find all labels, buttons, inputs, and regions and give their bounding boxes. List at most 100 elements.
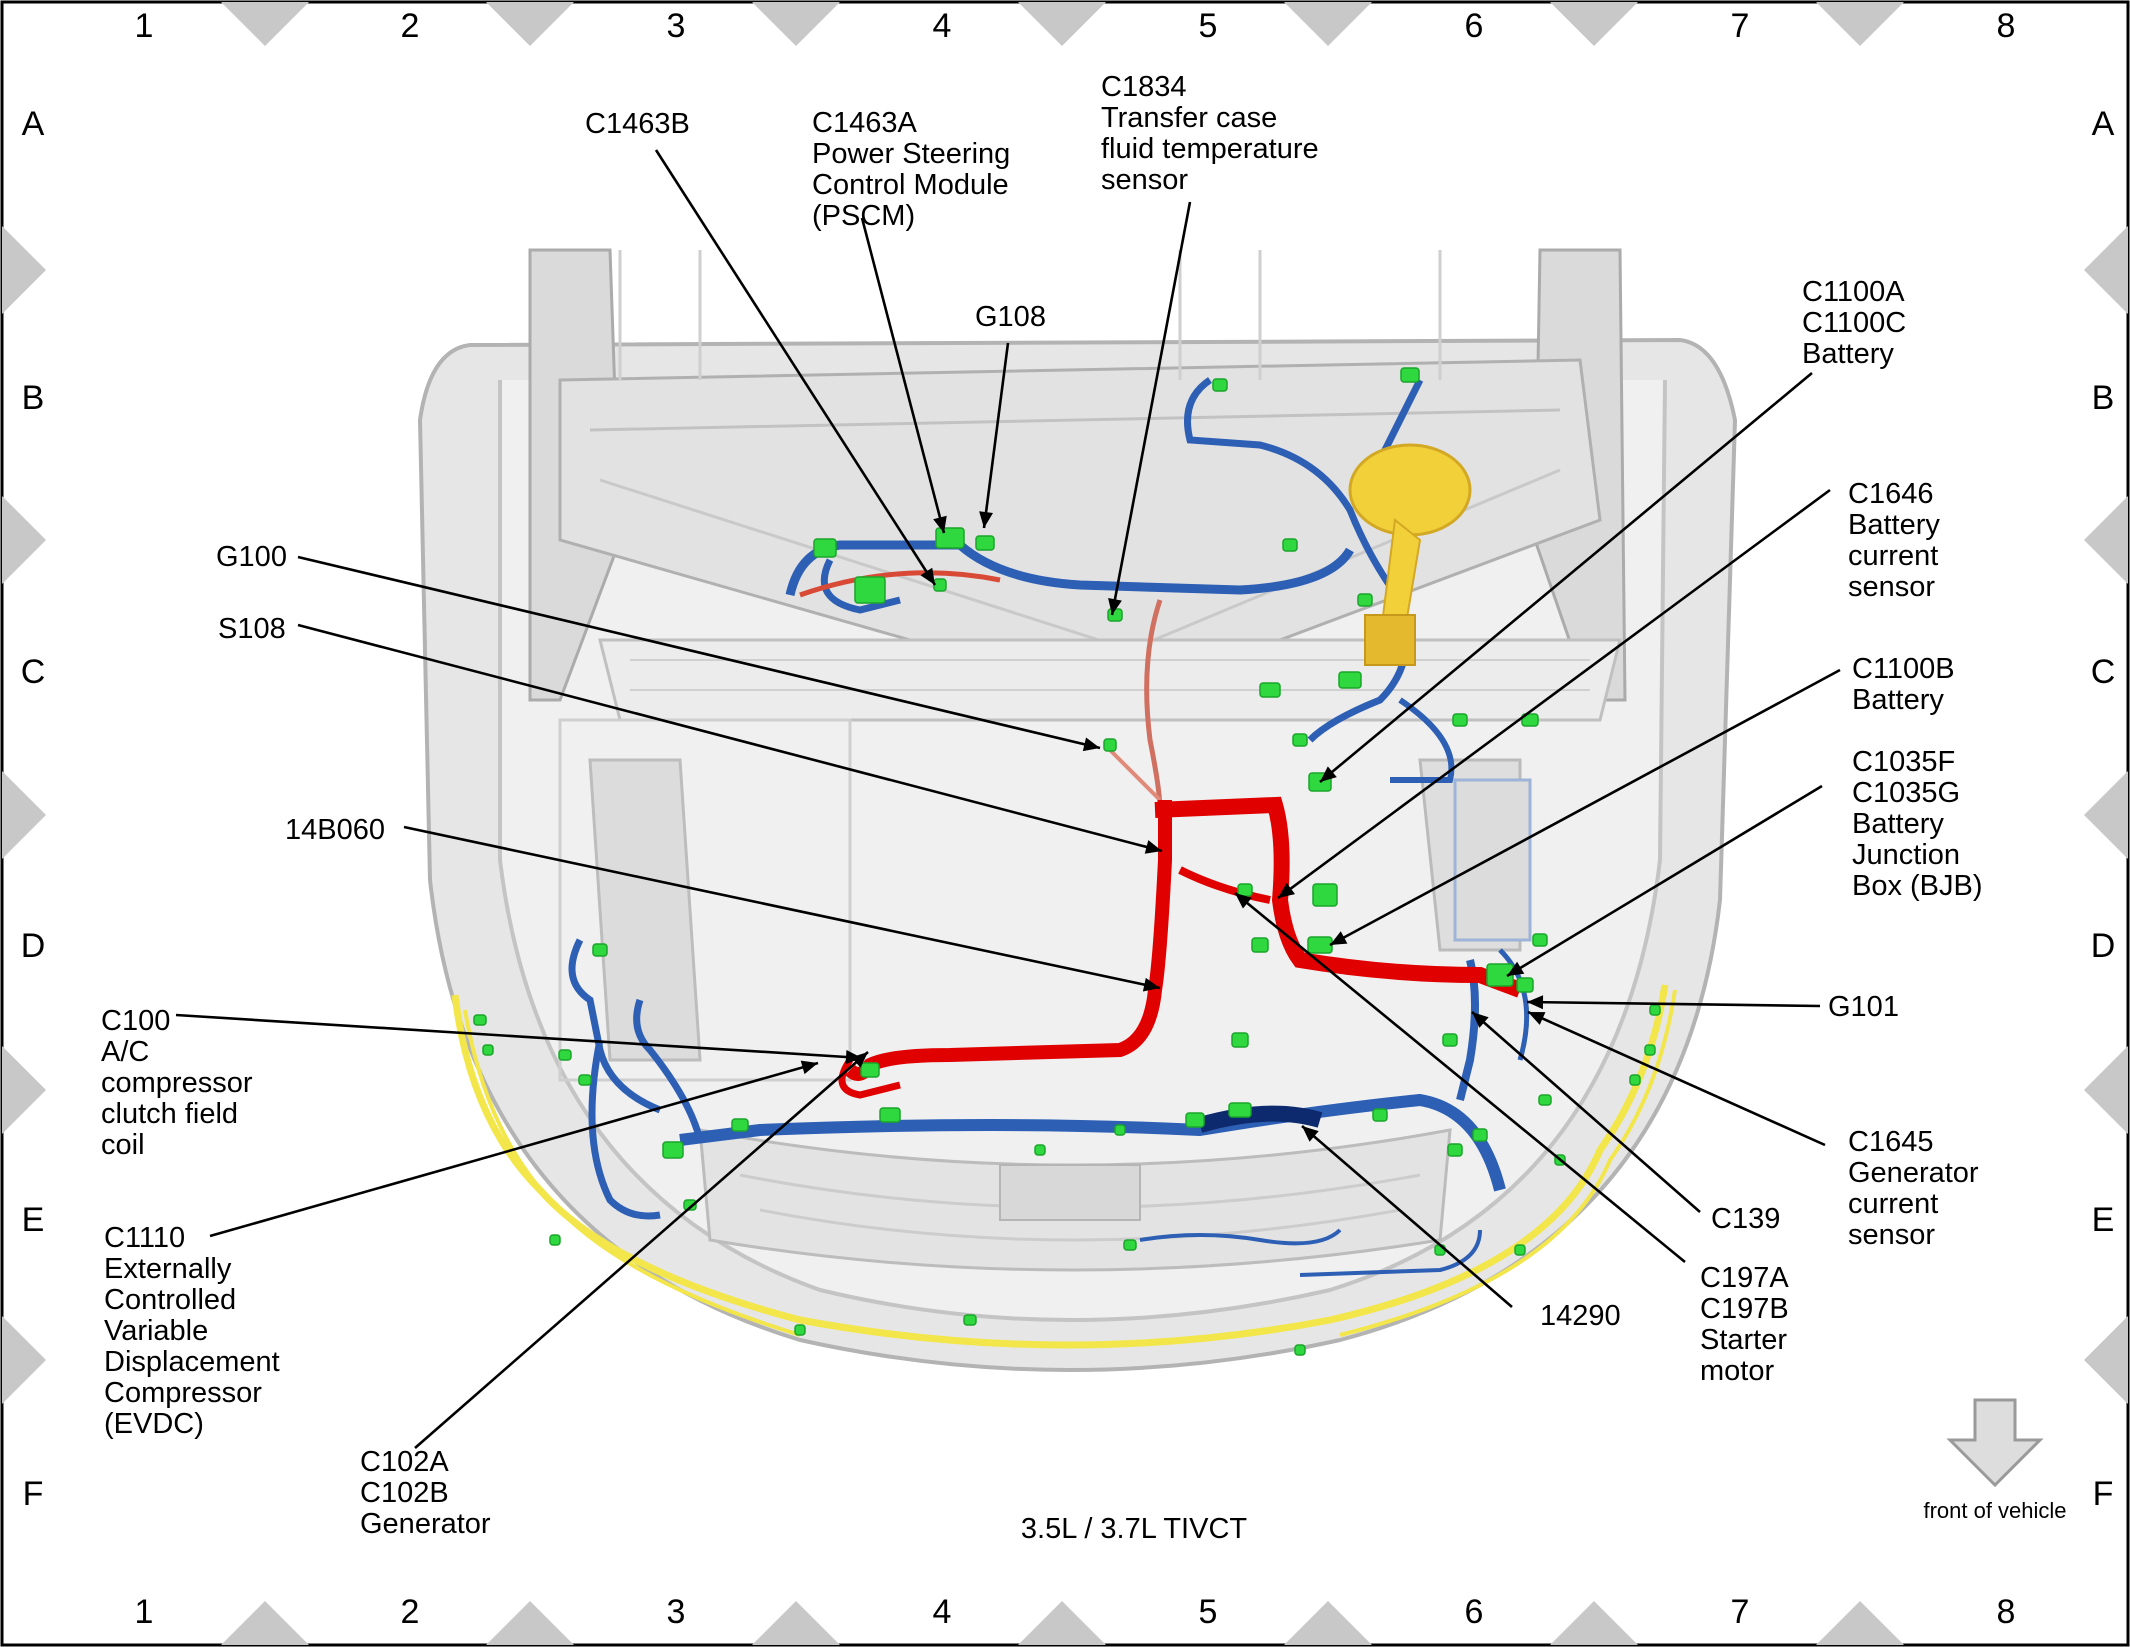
down-arrow-icon xyxy=(1946,1398,2044,1488)
connector-marker xyxy=(963,1314,977,1326)
grid-column-label: 8 xyxy=(1997,1593,2016,1631)
connector-marker xyxy=(1312,883,1338,907)
leader-arrowhead xyxy=(933,515,947,533)
grid-column-label: 5 xyxy=(1199,7,1218,45)
connector-marker xyxy=(1185,1112,1205,1128)
callout-line: (PSCM) xyxy=(812,200,915,232)
grid-marker xyxy=(1816,1601,1904,1645)
callout-line: sensor xyxy=(1848,1219,1935,1251)
callout-line: Junction xyxy=(1852,839,1960,871)
connector-marker xyxy=(1237,883,1253,897)
battery-component xyxy=(1348,443,1472,666)
connector-marker xyxy=(1123,1239,1137,1251)
leader-line-c197 xyxy=(1234,891,1686,1264)
connector-marker xyxy=(1514,1244,1526,1256)
grid-column-label: 8 xyxy=(1997,7,2016,45)
grid-marker xyxy=(1550,2,1638,46)
callout-line: Battery xyxy=(1852,684,1944,716)
front-of-vehicle-label: front of vehicle xyxy=(1923,1498,2066,1523)
callout-line: C1035G xyxy=(1852,777,1960,809)
leader-arrowhead xyxy=(1507,961,1525,976)
callout-line: Battery xyxy=(1848,509,1940,541)
connector-marker xyxy=(794,1324,806,1336)
grid-row-label: D xyxy=(21,927,46,965)
grid-column-label: 2 xyxy=(401,1593,420,1631)
connector-marker xyxy=(1107,608,1123,622)
callout-line: Starter xyxy=(1700,1324,1787,1356)
connector-marker xyxy=(1521,713,1539,727)
callout-line: motor xyxy=(1700,1355,1774,1387)
grid-marker xyxy=(2084,1046,2128,1134)
grid-row-label: B xyxy=(2092,379,2115,417)
connector-marker xyxy=(1292,733,1308,747)
grid-marker xyxy=(2084,771,2128,859)
leader-arrowhead xyxy=(1144,840,1162,854)
connector-marker xyxy=(1034,1144,1046,1156)
leader-line-c1463b xyxy=(654,149,937,586)
callout-line: 14290 xyxy=(1540,1300,1621,1332)
grid-row-label: A xyxy=(2092,105,2115,143)
callout-line: C139 xyxy=(1711,1203,1780,1235)
leader-line-g101 xyxy=(1526,1000,1821,1008)
callout-line: C102B xyxy=(360,1477,449,1509)
leader-arrowhead xyxy=(845,1050,862,1064)
callout-line: C1110 xyxy=(104,1222,185,1254)
callout-line: C1035F xyxy=(1852,746,1955,778)
grid-marker xyxy=(2,1046,46,1134)
callout-line: Power Steering xyxy=(812,138,1010,170)
grid-marker xyxy=(1018,1601,1106,1645)
leader-arrowhead xyxy=(1330,931,1348,945)
callout-line: current xyxy=(1848,1188,1938,1220)
grid-column-label: 2 xyxy=(401,7,420,45)
leader-line-c102 xyxy=(414,1051,869,1449)
connector-marker xyxy=(482,1044,494,1056)
grid-marker xyxy=(2084,226,2128,314)
grid-column-label: 3 xyxy=(667,7,686,45)
leader-arrowhead xyxy=(1082,737,1100,752)
callout-line: Battery xyxy=(1802,338,1894,370)
grid-column-label: 4 xyxy=(933,1593,952,1631)
connector-marker xyxy=(1442,1033,1458,1047)
grid-marker xyxy=(2,1316,46,1404)
grid-row-label: F xyxy=(2093,1475,2114,1513)
connector-marker xyxy=(1307,936,1333,954)
connectors xyxy=(473,367,1661,1356)
connector-marker xyxy=(854,576,886,604)
grid-row-label: C xyxy=(2091,653,2116,691)
connector-marker xyxy=(662,1141,684,1159)
leader-arrowhead xyxy=(1528,1012,1546,1025)
callout-line: C1100A xyxy=(1802,276,1905,308)
grid-column-label: 4 xyxy=(933,7,952,45)
grid-column-label: 6 xyxy=(1465,1593,1484,1631)
grid-marker xyxy=(1018,2,1106,46)
callout-line: G100 xyxy=(216,541,287,573)
grid-column-label: 1 xyxy=(135,7,154,45)
leader-line-c1463a xyxy=(860,217,946,534)
leader-line-c100 xyxy=(175,1013,863,1060)
leader-arrowhead xyxy=(1302,1126,1319,1142)
callout-line: C1645 xyxy=(1848,1126,1933,1158)
connector-marker xyxy=(1338,671,1362,689)
leader-line-g108 xyxy=(982,342,1010,529)
connector-marker xyxy=(558,1049,572,1061)
grid-column-label: 6 xyxy=(1465,7,1484,45)
connector-marker xyxy=(731,1118,749,1132)
callout-g100: G100 xyxy=(216,541,287,573)
callout-line: Variable xyxy=(104,1315,208,1347)
callout-line: current xyxy=(1848,540,1938,572)
callout-line: C197A xyxy=(1700,1262,1789,1294)
callout-line: Externally xyxy=(104,1253,232,1285)
grid-marker xyxy=(1550,1601,1638,1645)
main-harness xyxy=(568,377,1530,1277)
callout-line: Generator xyxy=(360,1508,491,1540)
connector-marker xyxy=(1400,367,1420,383)
leader-arrowhead xyxy=(1235,893,1252,909)
